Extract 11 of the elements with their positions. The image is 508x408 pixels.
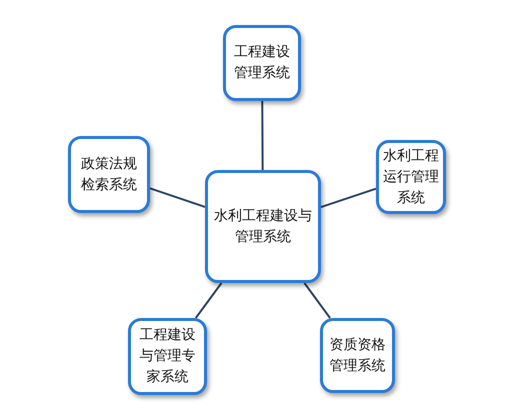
system-box: 政策法规检索系统 xyxy=(68,136,150,213)
system-box: 工程建设与管理专家系统 xyxy=(128,318,207,395)
system-box: 工程建设管理系统 xyxy=(223,25,301,101)
system-box: 资质资格管理系统 xyxy=(320,318,395,393)
connector-line xyxy=(150,187,206,208)
connector-line xyxy=(304,282,331,319)
connector-line xyxy=(194,282,222,319)
connector-line xyxy=(320,188,376,208)
system-box: 水利工程运行管理系统 xyxy=(376,140,446,214)
central-system-box: 水利工程建设与管理系统 xyxy=(205,170,321,283)
connector-line xyxy=(261,101,264,170)
